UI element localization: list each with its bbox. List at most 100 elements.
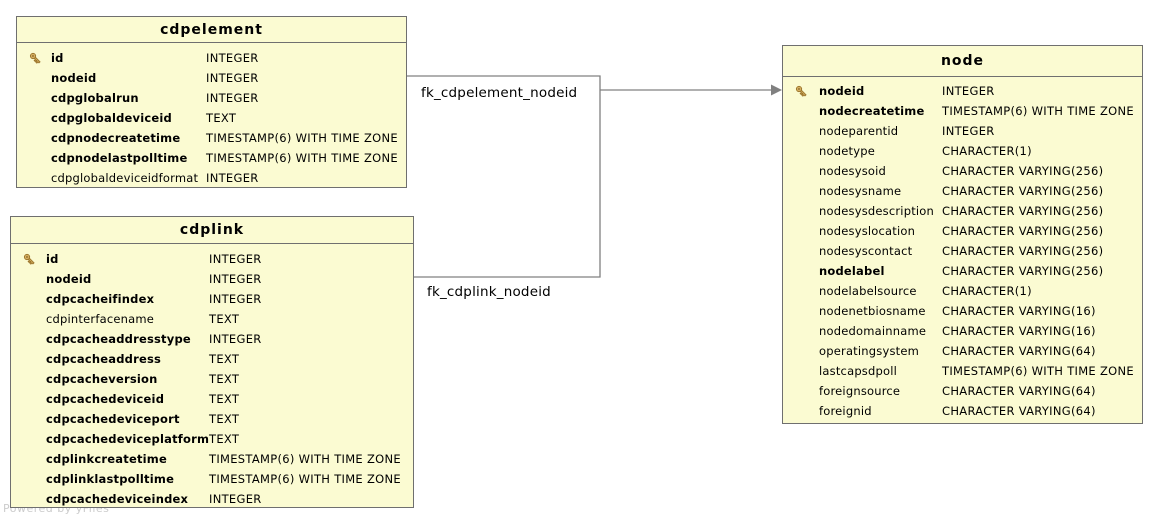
- attribute-name: nodelabelsource: [819, 284, 917, 298]
- relation-label-cdplink-nodeid: fk_cdplink_nodeid: [427, 284, 551, 300]
- attribute-name: nodetype: [819, 144, 875, 158]
- attribute-name: nodeid: [51, 71, 97, 85]
- attribute-type: TEXT: [209, 412, 240, 426]
- attribute-name: id: [51, 51, 64, 65]
- attribute-type: TEXT: [209, 372, 240, 386]
- attribute-type: TEXT: [209, 352, 240, 366]
- attribute-type: TEXT: [206, 111, 237, 125]
- attribute-name: cdpcachedeviceindex: [46, 492, 189, 506]
- attribute-type: CHARACTER VARYING(256): [942, 264, 1104, 278]
- attribute-row: cdpglobaldeviceidformat INTEGER: [17, 168, 406, 188]
- attribute-type: INTEGER: [209, 492, 262, 506]
- attribute-name: cdpcachedeviceid: [46, 392, 165, 406]
- attribute-name: nodeid: [46, 272, 92, 286]
- attribute-name: nodeparentid: [819, 124, 899, 138]
- attribute-type: TIMESTAMP(6) WITH TIME ZONE: [942, 104, 1134, 118]
- attribute-name: nodesyslocation: [819, 224, 916, 238]
- attribute-row: cdpcachedeviceport TEXT: [11, 409, 413, 429]
- attribute-type: CHARACTER VARYING(256): [942, 204, 1104, 218]
- attribute-name: nodedomainname: [819, 324, 927, 338]
- primary-key-cell: [783, 84, 819, 99]
- attribute-name: cdpcacheifindex: [46, 292, 155, 306]
- attribute-type: CHARACTER VARYING(16): [942, 324, 1096, 338]
- attribute-name: cdpnodecreatetime: [51, 131, 181, 145]
- attribute-name: foreignsource: [819, 384, 901, 398]
- attribute-name: nodesysoid: [819, 164, 887, 178]
- attribute-row: nodedomainname CHARACTER VARYING(16): [783, 321, 1142, 341]
- attribute-name: id: [46, 252, 59, 266]
- attribute-type: CHARACTER VARYING(256): [942, 184, 1104, 198]
- attribute-row: id INTEGER: [17, 48, 406, 68]
- attribute-name: nodesyscontact: [819, 244, 913, 258]
- attribute-name: nodesysname: [819, 184, 902, 198]
- table-title: cdpelement: [17, 17, 406, 43]
- table-title: node: [783, 46, 1142, 77]
- attribute-type: INTEGER: [209, 252, 262, 266]
- attribute-name: cdplinkcreatetime: [46, 452, 167, 466]
- primary-key-cell: [17, 51, 51, 66]
- attribute-type: TIMESTAMP(6) WITH TIME ZONE: [206, 151, 398, 165]
- attribute-type: TIMESTAMP(6) WITH TIME ZONE: [209, 452, 401, 466]
- attribute-name: cdpcacheversion: [46, 372, 158, 386]
- attribute-type: TEXT: [209, 312, 240, 326]
- attribute-name: cdpnodelastpolltime: [51, 151, 188, 165]
- primary-key-icon: [23, 253, 35, 265]
- attribute-row: nodetype CHARACTER(1): [783, 141, 1142, 161]
- relation-label-cdpelement-nodeid: fk_cdpelement_nodeid: [421, 85, 578, 101]
- attribute-type: INTEGER: [209, 332, 262, 346]
- attribute-type: INTEGER: [206, 71, 259, 85]
- attribute-row: cdpcacheaddresstype INTEGER: [11, 329, 413, 349]
- attribute-type: INTEGER: [942, 124, 995, 138]
- attribute-row: nodelabelsource CHARACTER(1): [783, 281, 1142, 301]
- attribute-type: CHARACTER VARYING(64): [942, 384, 1096, 398]
- attribute-name: nodelabel: [819, 264, 885, 278]
- fk-connector-line: [406, 75, 601, 278]
- attribute-type: INTEGER: [206, 91, 259, 105]
- attribute-type: INTEGER: [209, 272, 262, 286]
- attribute-type: CHARACTER(1): [942, 144, 1032, 158]
- attribute-name: cdpcacheaddresstype: [46, 332, 191, 346]
- attribute-name: cdplinklastpolltime: [46, 472, 175, 486]
- primary-key-icon: [29, 52, 41, 64]
- attribute-type: TEXT: [209, 392, 240, 406]
- attribute-row: cdpcachedeviceid TEXT: [11, 389, 413, 409]
- attribute-type: CHARACTER VARYING(64): [942, 404, 1096, 418]
- attribute-row: nodesyslocation CHARACTER VARYING(256): [783, 221, 1142, 241]
- attribute-row: id INTEGER: [11, 249, 413, 269]
- attribute-type: CHARACTER VARYING(256): [942, 224, 1104, 238]
- attribute-name: nodeid: [819, 84, 865, 98]
- attribute-type: INTEGER: [206, 171, 259, 185]
- attribute-type: TIMESTAMP(6) WITH TIME ZONE: [206, 131, 398, 145]
- attribute-name: operatingsystem: [819, 344, 920, 358]
- attribute-row: nodecreatetime TIMESTAMP(6) WITH TIME ZON…: [783, 101, 1142, 121]
- attribute-row: cdpcachedeviceindex INTEGER: [11, 489, 413, 509]
- attribute-type: CHARACTER(1): [942, 284, 1032, 298]
- attribute-name: nodenetbiosname: [819, 304, 926, 318]
- attribute-row: nodelabel CHARACTER VARYING(256): [783, 261, 1142, 281]
- attribute-row: cdplinkcreatetime TIMESTAMP(6) WITH TIME …: [11, 449, 413, 469]
- attribute-row: nodeid INTEGER: [17, 68, 406, 88]
- attribute-row: cdpnodelastpolltime TIMESTAMP(6) WITH TIM…: [17, 148, 406, 168]
- attribute-type: INTEGER: [206, 51, 259, 65]
- attribute-row: nodeparentid INTEGER: [783, 121, 1142, 141]
- attribute-name: cdpcachedeviceport: [46, 412, 180, 426]
- attribute-name: nodecreatetime: [819, 104, 925, 118]
- attribute-name: cdpglobaldeviceidformat: [51, 171, 199, 185]
